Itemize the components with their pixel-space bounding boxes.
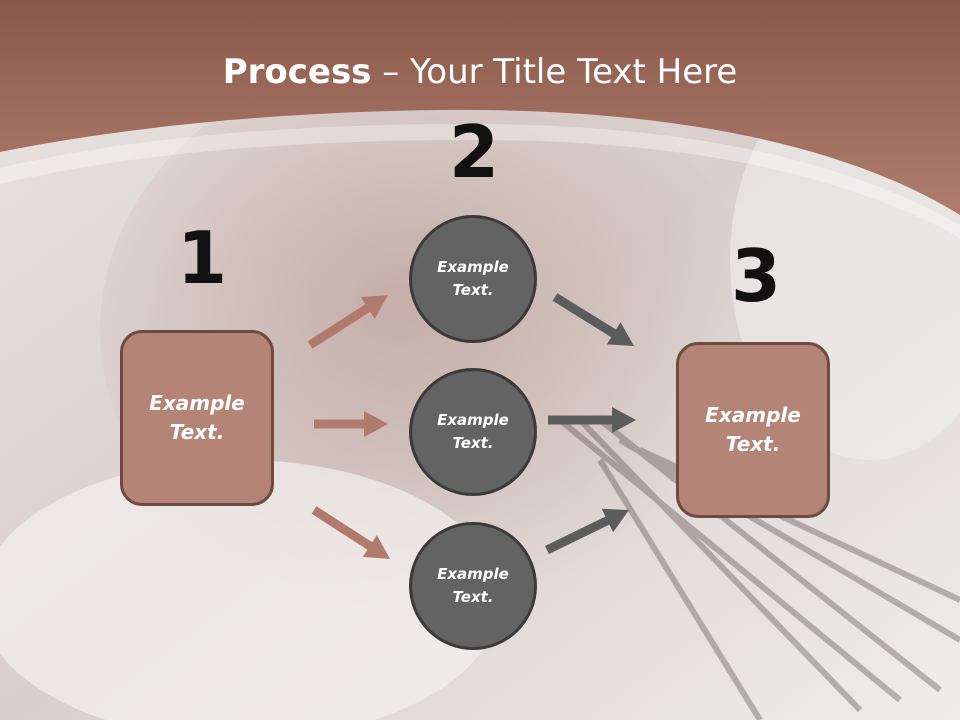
middle-circle-3: Example Text. — [409, 522, 537, 650]
circle-text-2: Example Text. — [437, 411, 509, 452]
title-bold: Process — [222, 52, 372, 92]
header-highlight — [0, 123, 960, 238]
circle-text-3: Example Text. — [437, 565, 509, 606]
arrow-1-to-2a — [307, 295, 388, 349]
step-number-2: 2 — [449, 110, 500, 194]
arrow-2a-to-3 — [552, 293, 634, 346]
middle-circle-2: Example Text. — [409, 368, 537, 496]
arrow-2b-to-3 — [548, 407, 636, 433]
middle-circle-1: Example Text. — [409, 215, 537, 343]
arrow-2c-to-3 — [545, 508, 629, 554]
right-box-text: Example Text. — [705, 403, 801, 456]
left-box: Example Text. — [120, 330, 274, 506]
header-band — [0, 0, 960, 215]
arrow-1-to-2c — [311, 506, 390, 559]
background-blur — [0, 460, 500, 720]
step-number-3: 3 — [731, 234, 782, 318]
step-number-1: 1 — [177, 216, 228, 300]
title-rest: – Your Title Text Here — [371, 52, 738, 92]
arrow-1-to-2b — [314, 411, 388, 437]
slide-title: Process – Your Title Text Here — [0, 52, 960, 92]
left-box-text: Example Text. — [149, 391, 245, 444]
circle-text-1: Example Text. — [437, 258, 509, 299]
background-strands — [558, 417, 960, 720]
right-box: Example Text. — [676, 342, 830, 518]
